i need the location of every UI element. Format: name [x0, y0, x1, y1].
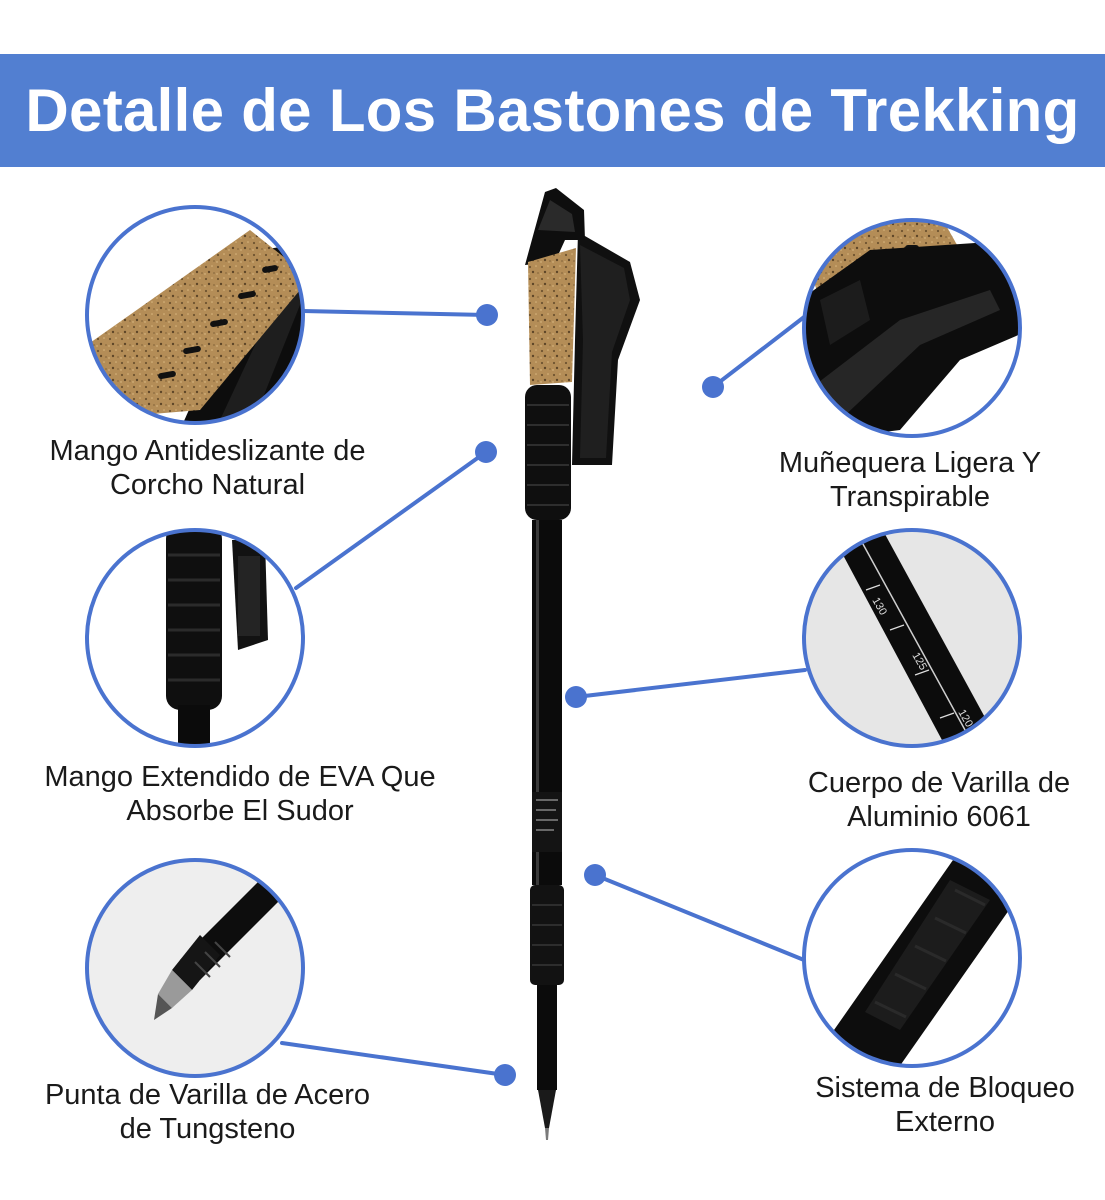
label-cork-handle-line-2: Corcho Natural [109, 469, 306, 501]
connector-aluminum-shaft [574, 668, 807, 699]
label-wrist-strap: Muñequera Ligera Y Transpirable [745, 446, 1075, 514]
label-tungsten-tip-line-1: Punta de Varilla de Acero [44, 1079, 371, 1111]
label-lock-system-line-1: Sistema de Bloqueo [815, 1072, 1075, 1104]
title-banner: Detalle de Los Bastones de Trekking [0, 54, 1105, 167]
pole-lock [530, 885, 564, 985]
connector-tungsten-tip [280, 1041, 507, 1077]
connector-eva-grip [294, 450, 488, 590]
label-lock-system-line-2: Externo [895, 1106, 995, 1138]
label-lock-system: Sistema de Bloqueo Externo [780, 1071, 1105, 1139]
dot-aluminum-shaft [565, 686, 587, 708]
label-wrist-strap-line-1: Muñequera Ligera Y [778, 447, 1042, 479]
label-aluminum-shaft: Cuerpo de Varilla de Aluminio 6061 [778, 766, 1100, 834]
cork-grip-closeup-icon [85, 205, 305, 425]
label-eva-grip-line-2: Absorbe El Sudor [126, 795, 354, 827]
label-eva-grip: Mango Extendido de EVA Que Absorbe El Su… [5, 760, 475, 828]
label-eva-grip-line-1: Mango Extendido de EVA Que [44, 761, 436, 793]
dot-eva-grip [475, 441, 497, 463]
foam-grip-closeup-icon [85, 528, 305, 748]
connector-wrist-strap [711, 312, 810, 389]
label-cork-handle-line-1: Mango Antideslizante de [49, 435, 366, 467]
wrist-strap-closeup-icon [802, 218, 1022, 438]
dot-lock-system [584, 864, 606, 886]
dot-cork-handle [476, 304, 498, 326]
label-wrist-strap-line-2: Transpirable [829, 481, 991, 513]
dot-tungsten-tip [494, 1064, 516, 1086]
label-tungsten-tip: Punta de Varilla de Acero de Tungsteno [10, 1078, 405, 1146]
tip-closeup-icon [85, 858, 305, 1078]
label-aluminum-shaft-line-1: Cuerpo de Varilla de [807, 767, 1071, 799]
trekking-pole [525, 188, 640, 1140]
pole-eva-grip [525, 385, 571, 520]
shaft-closeup-icon: 130 125 120 [802, 528, 1022, 748]
page-title: Detalle de Los Bastones de Trekking [25, 77, 1080, 144]
connector-dots [475, 304, 724, 1086]
connector-lines [280, 309, 810, 1077]
dot-wrist-strap [702, 376, 724, 398]
connector-cork-handle [301, 309, 489, 317]
label-tungsten-tip-line-2: de Tungsteno [119, 1113, 296, 1145]
label-cork-handle: Mango Antideslizante de Corcho Natural [20, 434, 395, 502]
connector-lock-system [593, 873, 806, 962]
pole-lower-shaft [537, 985, 557, 1090]
lock-closeup-icon [802, 848, 1022, 1068]
pole-cork-grip [528, 248, 576, 385]
pole-tip [545, 1128, 549, 1140]
label-aluminum-shaft-line-2: Aluminio 6061 [847, 801, 1031, 833]
